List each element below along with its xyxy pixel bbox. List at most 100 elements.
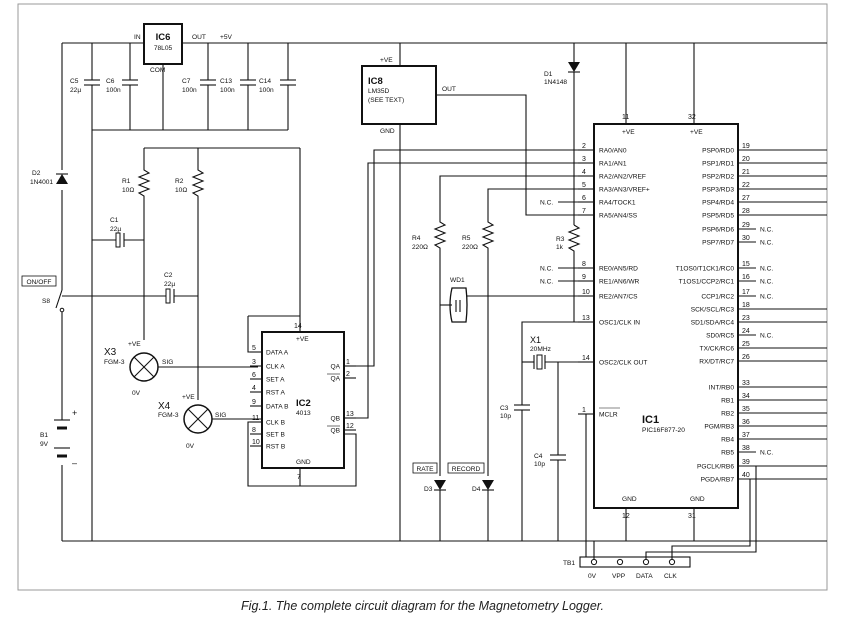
- ic8-name: IC8: [368, 76, 383, 87]
- c4-value: 10p: [534, 461, 545, 468]
- ic1-ve-2: +VE: [690, 129, 703, 136]
- tb1-label-vpp: VPP: [612, 573, 626, 580]
- ic1-pin-number: 23: [742, 315, 750, 322]
- diagram-frame: [17, 3, 828, 591]
- ic1-pin-label: T1OS0/T1CK1/RC0: [676, 266, 735, 273]
- r3-resistor: [567, 224, 581, 322]
- ic1-pin-number: 4: [582, 169, 586, 176]
- ic1-pin-number: 27: [742, 195, 750, 202]
- ic2-pin-number: 8: [252, 427, 256, 434]
- c6-name: C6: [106, 78, 115, 85]
- ic1-pin-label: PSP6/RD6: [702, 227, 734, 234]
- ic1-pin-label: RA4/TOCK1: [599, 200, 636, 207]
- tb1-label-data: DATA: [636, 573, 653, 580]
- ic1-pin-number: 26: [742, 354, 750, 361]
- r2-resistor: [191, 148, 205, 400]
- nc-label: N.C.: [540, 279, 553, 286]
- ic1-pin-number: 16: [742, 274, 750, 281]
- ic1-ve-1: +VE: [622, 129, 635, 136]
- x3-0v: 0V: [132, 390, 141, 397]
- ic2-pin-ve: 14: [294, 323, 302, 330]
- r5-name: R5: [462, 235, 471, 242]
- ic1-pin-label: MCLR: [599, 412, 618, 419]
- r2-value: 10Ω: [175, 187, 187, 194]
- ic2-part: 4013: [296, 410, 311, 417]
- ic1-pin-label: PSP3/RD3: [702, 187, 734, 194]
- ic1-pin-number: 36: [742, 419, 750, 426]
- ic1-pin-number: 33: [742, 380, 750, 387]
- d3-tag-box: [412, 462, 438, 474]
- ic1-pin-label: PGCLK/RB6: [697, 464, 734, 471]
- ic1-pin-label: OSC1/CLK IN: [599, 320, 640, 327]
- ic1-pin-number: 20: [742, 156, 750, 163]
- ic1-pin-label: RB4: [721, 437, 734, 444]
- d1-name: D1: [544, 71, 553, 78]
- ic2-pin-label: DATA B: [266, 404, 289, 411]
- ic2-pin-number: 11: [252, 415, 259, 422]
- ic1-pin-label: PSP1/RD1: [702, 161, 734, 168]
- ic1-name: IC1: [642, 414, 659, 426]
- ic2-pin-label: SET A: [266, 377, 285, 384]
- tb1-body: [579, 556, 691, 568]
- ic1-pin-number: 17: [742, 289, 750, 296]
- r1-resistor: [137, 148, 151, 340]
- d4-tag-box: [447, 462, 485, 474]
- nc-label: N.C.: [760, 294, 773, 301]
- wd1-name: WD1: [450, 277, 465, 284]
- c7-name: C7: [182, 78, 191, 85]
- switch-contact: [59, 307, 65, 313]
- nc-markers-left: N.C.N.C.N.C.: [540, 200, 578, 286]
- ic1-pin-label: TX/CK/RC6: [700, 346, 735, 353]
- ic1-pin-label: T1OS1/CCP2/RC1: [679, 279, 735, 286]
- c2-value: 22µ: [164, 281, 175, 288]
- ic1-body: [593, 123, 739, 509]
- ic1-pin-label: PSP5/RD5: [702, 213, 734, 220]
- ic2-name: IC2: [296, 398, 311, 409]
- ic1-pin-number: 28: [742, 208, 750, 215]
- b1-name: B1: [40, 432, 48, 439]
- x3-ve: +VE: [128, 341, 141, 348]
- ic2-pin-label: DATA A: [266, 350, 289, 357]
- ic1-pin-number: 18: [742, 302, 750, 309]
- ic6-name: IC6: [156, 32, 171, 43]
- r1-value: 10Ω: [122, 187, 134, 194]
- c2-capacitor: [165, 288, 171, 304]
- ic1-pin-label: RE2/AN7/CS: [599, 294, 638, 301]
- d2-value: 1N4001: [30, 179, 53, 186]
- ic1-pin-label: RB2: [721, 411, 734, 418]
- ic2-pin-label: CLK B: [266, 420, 286, 427]
- d2-diode-icon: [56, 174, 68, 184]
- c6-value: 100n: [106, 87, 121, 94]
- nc-label: N.C.: [540, 266, 553, 273]
- ic1-pin-label: PSP4/RD4: [702, 200, 734, 207]
- r4-resistor: [433, 175, 594, 476]
- ic1-pin-number: 7: [582, 208, 586, 215]
- r5-resistor: [481, 188, 594, 476]
- ic1-pin-label: RA3/AN3/VREF+: [599, 187, 650, 194]
- ic1-pin-number: 14: [582, 355, 590, 362]
- tb1-pin-0v: [590, 558, 598, 566]
- x4-name: X4: [158, 401, 171, 412]
- r2-name: R2: [175, 178, 184, 185]
- x3-sig: SIG: [162, 359, 173, 366]
- r3-value: 1k: [556, 244, 564, 251]
- b1-value: 9V: [40, 441, 49, 448]
- c14-value: 100n: [259, 87, 274, 94]
- ic1-pin-number: 39: [742, 459, 750, 466]
- ic1-pin-number: 40: [742, 472, 750, 479]
- ic1-pin-label: RA5/AN4/SS: [599, 213, 638, 220]
- ic1-gnd-1: GND: [622, 496, 637, 503]
- ic1-pin-label: PSP2/RD2: [702, 174, 734, 181]
- c1-capacitor: [115, 232, 121, 248]
- ic1-pin-label: OSC2/CLK OUT: [599, 360, 647, 367]
- ic6-body: [143, 23, 183, 65]
- ic1-pin-number: 34: [742, 393, 750, 400]
- ic2-pin-label: RST A: [266, 390, 286, 397]
- ic1-pin-number: 29: [742, 222, 750, 229]
- ic8-body: [361, 65, 437, 125]
- nc-label: N.C.: [760, 266, 773, 273]
- ic6-part: 78L05: [154, 45, 173, 52]
- c3-value: 10p: [500, 413, 511, 420]
- ic8-out: OUT: [442, 86, 456, 93]
